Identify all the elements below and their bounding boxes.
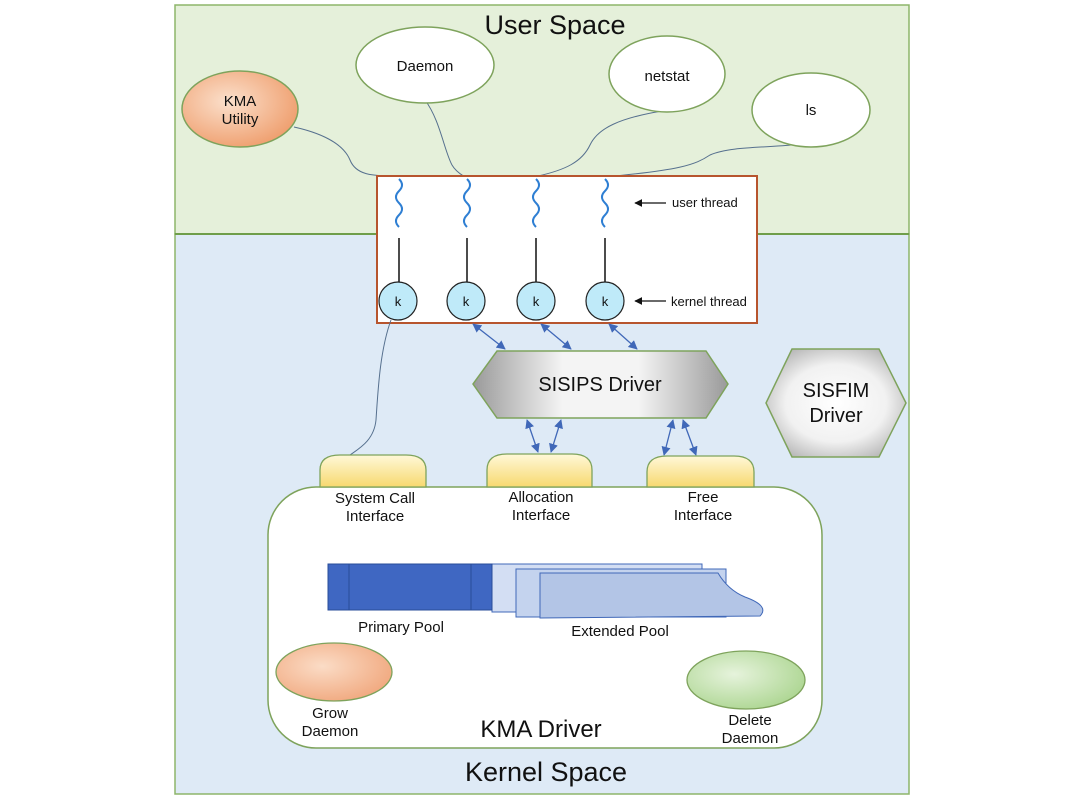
- sisips-to-allocation-arrow: [525, 419, 540, 453]
- extended-pool-shape: [491, 563, 764, 619]
- kernel-space-title: Kernel Space: [465, 757, 627, 787]
- svg-text:k: k: [395, 294, 402, 309]
- kthread-to-sisips-arrow: [608, 323, 638, 350]
- daemon-process-node: Daemon: [355, 26, 495, 104]
- svg-text:Allocation: Allocation: [508, 489, 573, 506]
- svg-text:Grow: Grow: [312, 705, 348, 722]
- kthread-to-sisips-arrow: [472, 323, 506, 350]
- connector-syscall: [349, 319, 392, 456]
- svg-text:netstat: netstat: [644, 68, 690, 85]
- svg-text:k: k: [602, 294, 609, 309]
- netstat-process-node: netstat: [608, 35, 726, 113]
- kthread-to-sisips-arrow: [540, 323, 572, 350]
- kernel-thread-node: k: [516, 281, 556, 321]
- svg-text:Interface: Interface: [674, 507, 732, 524]
- svg-text:SISFIM: SISFIM: [803, 380, 870, 402]
- svg-text:Utility: Utility: [222, 111, 259, 128]
- sisips-to-free-arrow: [681, 419, 698, 456]
- svg-text:Daemon: Daemon: [302, 723, 359, 740]
- thread-group: k k k k: [378, 178, 625, 321]
- kernel-thread-node: k: [585, 281, 625, 321]
- svg-text:Interface: Interface: [512, 507, 570, 524]
- svg-text:KMA: KMA: [224, 93, 257, 110]
- grow-daemon-node: Grow Daemon: [275, 642, 393, 740]
- primary-pool-shape: [327, 563, 493, 611]
- svg-text:k: k: [463, 294, 470, 309]
- primary-pool-label: Primary Pool: [358, 619, 444, 636]
- user-thread-wave: [395, 178, 403, 228]
- connector-daemon: [424, 99, 466, 178]
- user-thread-wave: [532, 178, 540, 228]
- svg-text:System Call: System Call: [335, 490, 415, 507]
- kernel-thread-node: k: [446, 281, 486, 321]
- kma-utility-node: KMA Utility: [181, 70, 299, 148]
- ls-process-node: ls: [751, 72, 871, 148]
- extended-pool-label: Extended Pool: [571, 623, 669, 640]
- system-call-interface-node: System Call Interface: [319, 454, 427, 525]
- svg-text:Daemon: Daemon: [722, 730, 779, 747]
- sisips-to-allocation-arrow: [549, 419, 563, 453]
- connector-kma-utility: [293, 126, 396, 177]
- thread-box: [376, 175, 758, 324]
- allocation-interface-node: Allocation Interface: [486, 453, 593, 524]
- sisips-to-free-arrow: [661, 419, 676, 456]
- user-space-title: User Space: [484, 10, 625, 40]
- svg-text:Free: Free: [688, 489, 719, 506]
- delete-daemon-node: Delete Daemon: [686, 650, 806, 747]
- sisips-driver-node: SISIPS Driver: [472, 350, 729, 419]
- kma-driver-title: KMA Driver: [480, 716, 601, 743]
- svg-text:ls: ls: [806, 102, 817, 119]
- user-thread-label: user thread: [672, 195, 738, 210]
- kernel-thread-node: k: [378, 281, 418, 321]
- svg-text:k: k: [533, 294, 540, 309]
- svg-text:SISIPS Driver: SISIPS Driver: [538, 374, 662, 396]
- sisfim-driver-node: SISFIM Driver: [765, 348, 907, 458]
- connector-netstat: [537, 110, 663, 177]
- connector-ls: [604, 143, 802, 178]
- svg-text:Interface: Interface: [346, 508, 404, 525]
- user-thread-wave: [463, 178, 471, 228]
- svg-text:Daemon: Daemon: [397, 58, 454, 75]
- kernel-thread-label: kernel thread: [671, 294, 747, 309]
- user-thread-wave: [601, 178, 609, 228]
- svg-text:Delete: Delete: [728, 712, 771, 729]
- free-interface-node: Free Interface: [646, 455, 755, 524]
- svg-text:Driver: Driver: [809, 405, 863, 427]
